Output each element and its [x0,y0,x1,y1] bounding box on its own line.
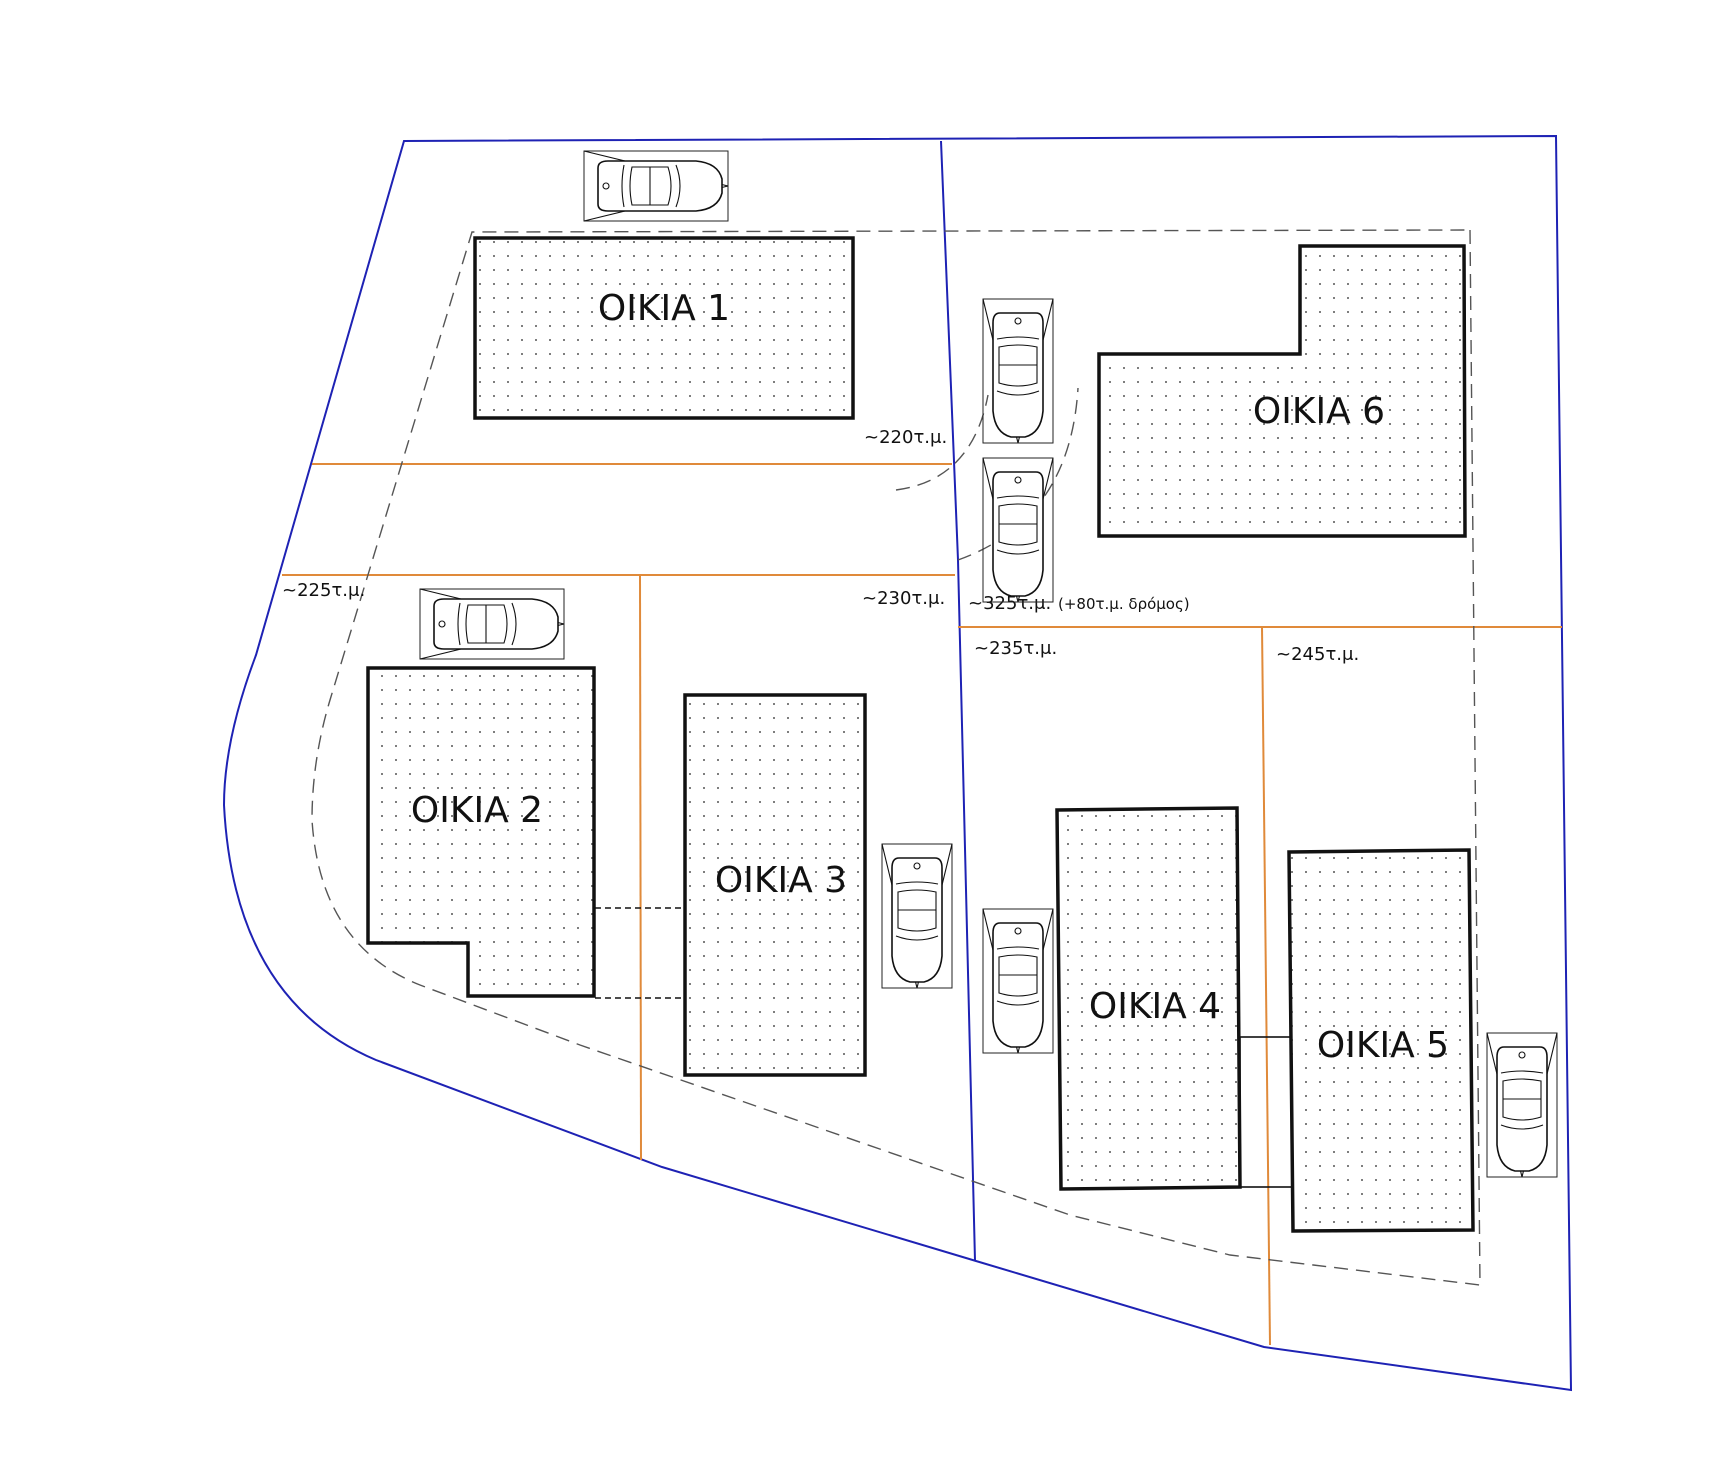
parcel-divider [940,140,976,1262]
property-boundary [222,134,1573,1392]
driveway-curve-outer [957,387,1079,561]
house-4: OIKIA 4 [1055,806,1242,1191]
connector-2-3 [595,907,685,999]
car-icon [1486,1032,1558,1178]
house-2-label: OIKIA 2 [411,790,543,831]
car-icon [419,588,565,660]
house-5-label: OIKIA 5 [1317,1025,1449,1066]
car-icon [982,457,1054,603]
area-label-plot-1: ~220τ.μ. [864,427,947,448]
house-4-label: OIKIA 4 [1089,986,1221,1027]
area-label-plot-4: ~235τ.μ. [974,638,1057,659]
setback-line [311,229,1481,1286]
plot-divisions [282,463,1562,1346]
house-5: OIKIA 5 [1287,848,1475,1233]
house-1: OIKIA 1 [473,236,855,420]
house-3: OIKIA 3 [683,693,867,1077]
car-icon [583,150,729,222]
house-3-label: OIKIA 3 [715,860,847,901]
house-6-label: OIKIA 6 [1253,391,1385,432]
car-icon [982,298,1054,444]
area-label-plot-6: ~325τ.μ. [968,593,1051,614]
house-1-label: OIKIA 1 [598,288,730,329]
area-note-plot-6: (+80τ.μ. δρόμος) [1058,595,1190,613]
house-2: OIKIA 2 [366,666,596,998]
house-6: OIKIA 6 [1097,244,1467,538]
car-icon [881,843,953,989]
area-label-plot-2: ~225τ.μ. [282,580,365,601]
area-label-plot-5: ~245τ.μ. [1276,644,1359,665]
area-label-plot-3: ~230τ.μ. [862,588,945,609]
car-icon [982,908,1054,1054]
